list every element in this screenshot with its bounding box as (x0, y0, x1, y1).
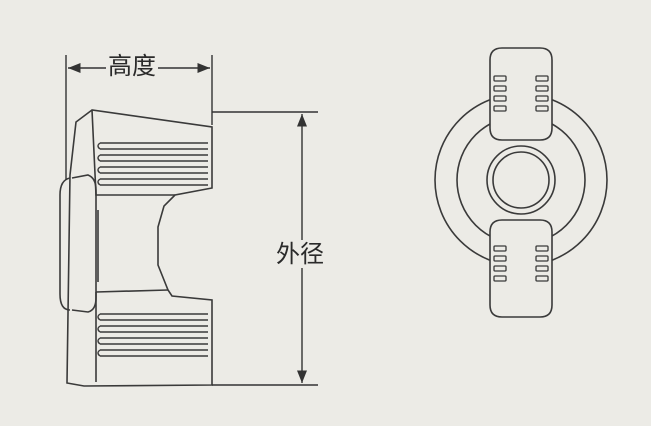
side-view-body-outline (66, 109, 213, 387)
upper-ribs (97, 142, 208, 186)
outer-diameter-label: 外径 (274, 240, 326, 268)
front-view (434, 47, 608, 318)
side-view (59, 109, 213, 387)
upper-sleeve-inner (91, 109, 175, 196)
lower-ribs (97, 313, 208, 357)
top-wing-ribs (493, 75, 549, 112)
lower-sleeve-inner (95, 289, 169, 382)
bottom-wing-ribs (493, 245, 549, 282)
flange-outer (59, 177, 71, 311)
height-label: 高度 (106, 52, 158, 80)
bottom-wing (489, 219, 553, 318)
inner-ring-outer (486, 145, 556, 215)
flange-rim (71, 174, 97, 313)
top-wing (489, 47, 553, 141)
inner-ring (492, 151, 550, 209)
